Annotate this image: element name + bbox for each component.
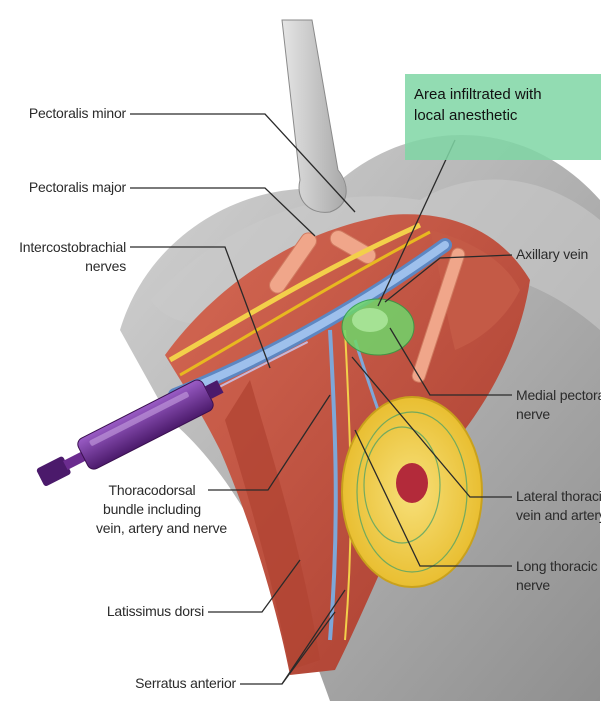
breast-fat-region: [342, 397, 482, 587]
label-axillary-vein: Axillary vein: [516, 245, 588, 264]
label-intercostobrachial: Intercostobrachial nerves: [0, 238, 126, 276]
label-pectoralis-major: Pectoralis major: [0, 178, 126, 197]
label-long-thoracic: Long thoracic nerve: [516, 557, 597, 595]
injection-area: [342, 299, 414, 355]
humerus-bone: [282, 20, 346, 212]
label-thoracodorsal: Thoracodorsal bundle including vein, art…: [96, 481, 208, 538]
label-latissimus: Latissimus dorsi: [80, 602, 204, 621]
label-pectoralis-minor: Pectoralis minor: [0, 104, 126, 123]
callout-label: Area infiltrated with local anesthetic: [414, 84, 542, 126]
label-lateral-thoracic: Lateral thoracic vein and artery: [516, 487, 601, 525]
label-medial-pectoral: Medial pectoral nerve: [516, 386, 601, 424]
label-serratus: Serratus anterior: [86, 674, 236, 693]
